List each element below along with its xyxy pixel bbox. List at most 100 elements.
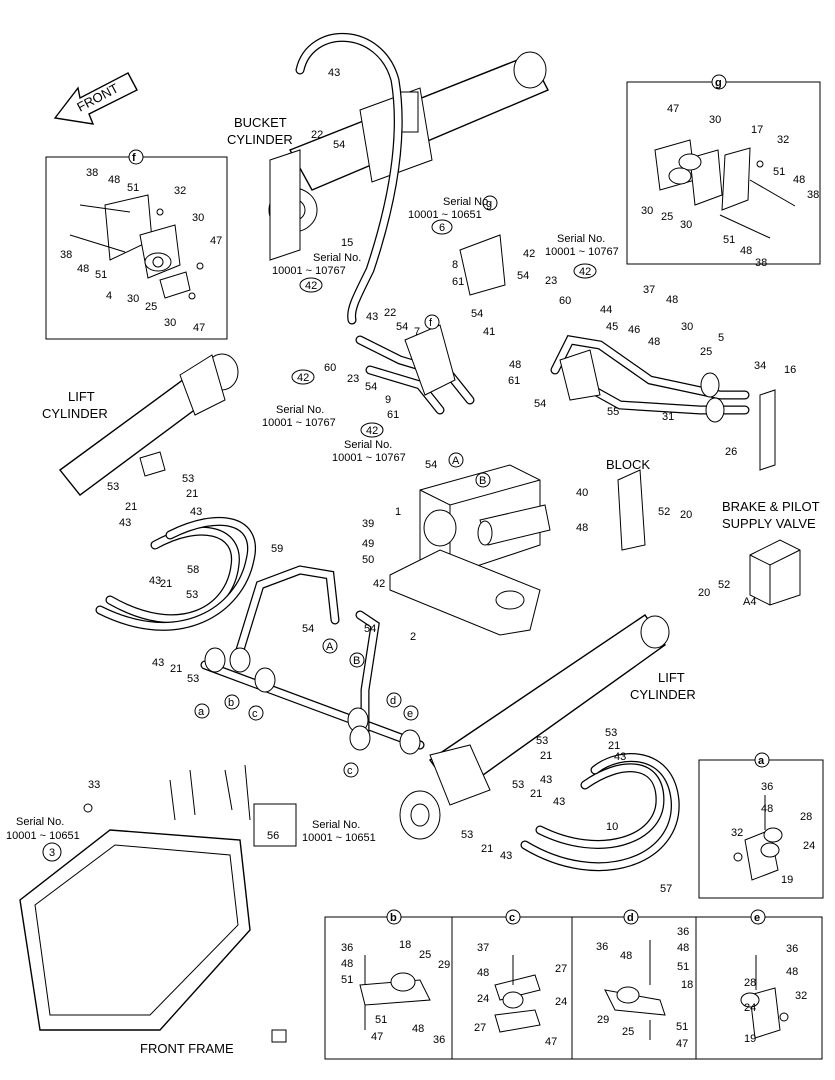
part-label-c-0: 37 bbox=[477, 942, 489, 954]
part-label-main-63: 53 bbox=[187, 673, 199, 685]
part-label-a-3: 32 bbox=[731, 827, 743, 839]
part-label-main-71: 43 bbox=[540, 774, 552, 786]
part-label-main-65: 54 bbox=[364, 623, 376, 635]
svg-text:Serial No.: Serial No. bbox=[276, 404, 324, 416]
part-label-a-0: 36 bbox=[761, 781, 773, 793]
part-label-f-2: 51 bbox=[127, 182, 139, 194]
part-label-main-57: 53 bbox=[186, 589, 198, 601]
ref-f-main: f bbox=[429, 317, 433, 329]
part-label-main-66: 2 bbox=[410, 631, 416, 643]
part-label-main-29: 9 bbox=[385, 394, 391, 406]
svg-text:Serial No.: Serial No. bbox=[344, 439, 392, 451]
part-label-main-70: 21 bbox=[608, 740, 620, 752]
part-label-e-3: 32 bbox=[795, 990, 807, 1002]
part-label-main-37: 26 bbox=[725, 446, 737, 458]
part-label-main-20: 30 bbox=[681, 321, 693, 333]
part-label-main-2: 54 bbox=[333, 139, 345, 151]
part-label-main-67: 53 bbox=[536, 735, 548, 747]
ref-a-bot: a bbox=[198, 706, 205, 718]
front-frame: FRONT FRAME 3 bbox=[19, 764, 287, 1056]
bucket-cylinder-label-1: BUCKET bbox=[234, 115, 287, 130]
part-label-e-1: 48 bbox=[786, 966, 798, 978]
part-label-g-8: 25 bbox=[661, 211, 673, 223]
part-label-main-73: 53 bbox=[512, 779, 524, 791]
part-label-main-39: 53 bbox=[107, 481, 119, 493]
svg-text:d: d bbox=[627, 912, 634, 924]
part-label-a-2: 28 bbox=[800, 811, 812, 823]
part-label-main-35: 55 bbox=[607, 406, 619, 418]
part-label-b-4: 29 bbox=[438, 959, 450, 971]
part-label-main-82: 57 bbox=[660, 883, 672, 895]
part-label-main-68: 53 bbox=[605, 727, 617, 739]
part-label-f-8: 51 bbox=[95, 269, 107, 281]
inset-f: f bbox=[45, 149, 228, 340]
part-label-g-6: 38 bbox=[807, 189, 819, 201]
part-label-main-54: 20 bbox=[680, 509, 692, 521]
part-label-main-30: 61 bbox=[508, 375, 520, 387]
part-label-main-11: 44 bbox=[600, 304, 612, 316]
svg-text:10001 ~ 10651: 10001 ~ 10651 bbox=[302, 832, 376, 844]
part-label-main-25: 48 bbox=[509, 359, 521, 371]
part-label-e-5: 19 bbox=[744, 1033, 756, 1045]
inset-56 bbox=[253, 803, 297, 847]
part-label-main-12: 37 bbox=[643, 284, 655, 296]
lower-tubes: a b c d e c A B bbox=[194, 565, 425, 778]
svg-text:10001 ~ 10767: 10001 ~ 10767 bbox=[545, 246, 619, 258]
bucket-cylinder: BUCKET CYLINDER bbox=[227, 51, 549, 261]
svg-text:10001 ~ 10651: 10001 ~ 10651 bbox=[408, 209, 482, 221]
part-label-main-17: 7 bbox=[414, 326, 420, 338]
ref-B-bot: B bbox=[353, 655, 360, 667]
bottom-insets: b c d e bbox=[324, 909, 823, 1060]
part-label-c-1: 48 bbox=[477, 967, 489, 979]
part-label-main-56: 21 bbox=[160, 578, 172, 590]
part-label-d-4: 51 bbox=[677, 961, 689, 973]
part-label-f-5: 47 bbox=[210, 235, 222, 247]
part-label-e-2: 28 bbox=[744, 977, 756, 989]
part-label-a-1: 48 bbox=[761, 803, 773, 815]
part-label-main-45: 40 bbox=[576, 487, 588, 499]
inset-g-letter: g bbox=[715, 77, 722, 89]
part-label-main-10: 60 bbox=[559, 295, 571, 307]
part-label-main-55: 43 bbox=[149, 575, 161, 587]
part-label-main-15: 43 bbox=[366, 311, 378, 323]
part-label-main-64: 54 bbox=[302, 623, 314, 635]
svg-text:10001 ~ 10767: 10001 ~ 10767 bbox=[262, 417, 336, 429]
ref-B-top: B bbox=[479, 475, 486, 487]
part-label-main-27: 23 bbox=[347, 373, 359, 385]
part-label-b-1: 18 bbox=[399, 939, 411, 951]
part-label-main-38: 54 bbox=[425, 459, 437, 471]
part-label-b-7: 48 bbox=[412, 1023, 424, 1035]
part-label-b-5: 51 bbox=[341, 974, 353, 986]
part-label-main-69: 21 bbox=[540, 750, 552, 762]
part-label-main-18: 45 bbox=[606, 321, 618, 333]
svg-text:Serial No.: Serial No. bbox=[443, 196, 491, 208]
part-label-d-7: 25 bbox=[622, 1026, 634, 1038]
ref-c-bot2: c bbox=[347, 765, 353, 777]
part-label-b-9: 36 bbox=[433, 1034, 445, 1046]
part-label-c-3: 24 bbox=[477, 993, 489, 1005]
part-label-main-81: 10 bbox=[606, 821, 618, 833]
part-label-f-13: 47 bbox=[193, 322, 205, 334]
part-label-main-75: 43 bbox=[553, 796, 565, 808]
svg-text:10001 ~ 10767: 10001 ~ 10767 bbox=[272, 265, 346, 277]
part-label-main-47: 48 bbox=[576, 522, 588, 534]
part-label-main-22: 5 bbox=[718, 332, 724, 344]
part-label-main-50: 50 bbox=[362, 554, 374, 566]
part-label-main-3: 15 bbox=[341, 237, 353, 249]
part-label-d-0: 36 bbox=[596, 941, 608, 953]
pipes-right bbox=[550, 335, 776, 471]
part-label-main-14: 22 bbox=[384, 307, 396, 319]
part-label-d-6: 29 bbox=[597, 1014, 609, 1026]
svg-text:Serial No.: Serial No. bbox=[312, 819, 360, 831]
part-label-d-2: 48 bbox=[677, 942, 689, 954]
ref-6: 6 bbox=[439, 222, 445, 234]
part-label-main-59: 52 bbox=[718, 579, 730, 591]
part-label-main-7: 54 bbox=[517, 270, 529, 282]
ref-42b: 42 bbox=[579, 266, 591, 278]
part-label-main-24: 41 bbox=[483, 326, 495, 338]
ref-42d: 42 bbox=[366, 425, 378, 437]
